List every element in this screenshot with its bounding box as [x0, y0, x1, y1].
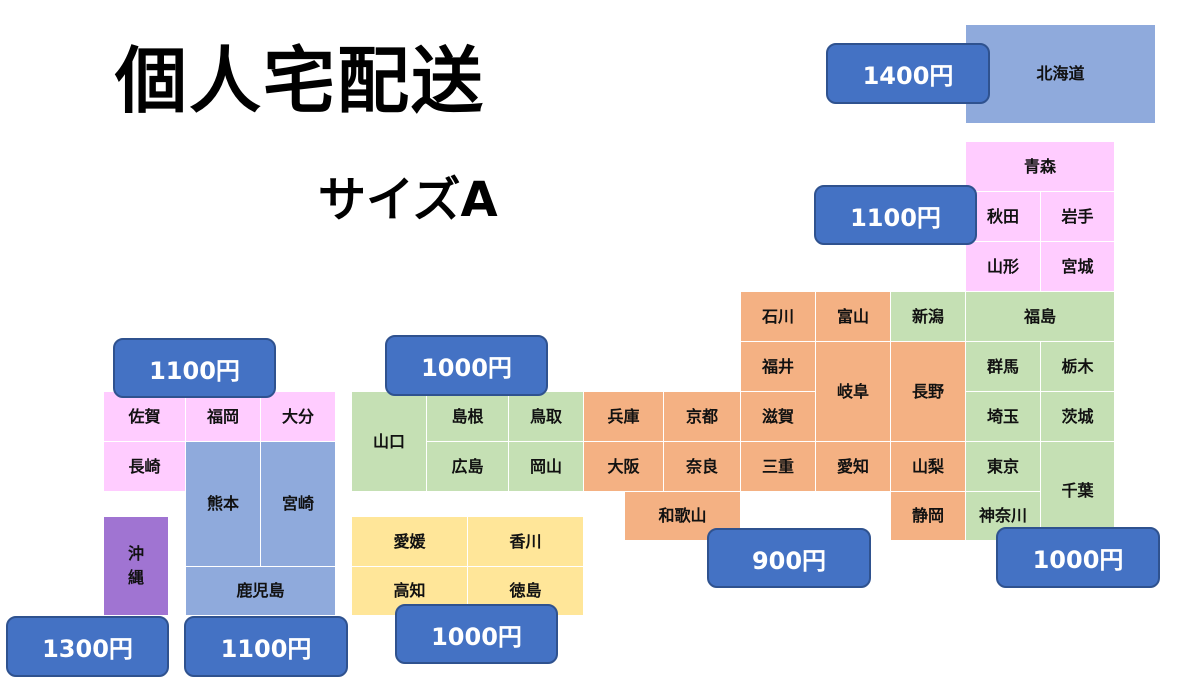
region-gunma: 群馬 — [966, 342, 1041, 392]
region-shiga: 滋賀 — [741, 392, 816, 442]
okinawa-label-1: 沖 — [127, 544, 144, 563]
region-nagasaki: 長崎 — [104, 442, 186, 492]
region-tottori: 鳥取 — [509, 392, 584, 442]
region-hyogo: 兵庫 — [584, 392, 664, 442]
price-badge-kyushu-south: 1100円 — [184, 616, 348, 677]
region-aomori: 青森 — [966, 142, 1115, 192]
region-hiroshima: 広島 — [427, 442, 509, 492]
region-tochigi: 栃木 — [1041, 342, 1115, 392]
region-yamaguchi: 山口 — [352, 392, 427, 492]
region-mie: 三重 — [741, 442, 816, 492]
region-hokkaido: 北海道 — [966, 25, 1156, 124]
region-ibaraki: 茨城 — [1041, 392, 1115, 442]
region-okinawa: 沖 縄 — [104, 517, 169, 616]
price-badge-chubu-kansai: 900円 — [707, 528, 871, 588]
region-nara: 奈良 — [664, 442, 741, 492]
region-yamanashi: 山梨 — [891, 442, 966, 492]
region-toyama: 富山 — [816, 292, 891, 342]
region-iwate: 岩手 — [1041, 192, 1115, 242]
region-chiba: 千葉 — [1041, 442, 1115, 541]
region-shizuoka: 静岡 — [891, 492, 966, 541]
region-nagano: 長野 — [891, 342, 966, 442]
page-title: 個人宅配送 — [115, 39, 486, 123]
region-miyagi: 宮城 — [1041, 242, 1115, 292]
region-kagoshima: 鹿児島 — [186, 567, 336, 616]
region-aichi: 愛知 — [816, 442, 891, 492]
region-kagawa: 香川 — [468, 517, 584, 567]
region-miyazaki: 宮崎 — [261, 442, 336, 567]
region-yamagata: 山形 — [966, 242, 1041, 292]
region-gifu: 岐阜 — [816, 342, 891, 442]
size-label: サイズA — [318, 172, 498, 228]
region-ehime: 愛媛 — [352, 517, 468, 567]
region-fukushima: 福島 — [966, 292, 1115, 342]
region-fukuoka: 福岡 — [186, 392, 261, 442]
price-badge-hokkaido: 1400円 — [826, 43, 990, 104]
price-badge-kyushu-north: 1100円 — [113, 338, 276, 398]
price-badge-okinawa: 1300円 — [6, 616, 169, 677]
region-kumamoto: 熊本 — [186, 442, 261, 567]
region-tokyo: 東京 — [966, 442, 1041, 492]
price-badge-shikoku: 1000円 — [395, 604, 558, 664]
region-niigata: 新潟 — [891, 292, 966, 342]
region-oita: 大分 — [261, 392, 336, 442]
region-akita: 秋田 — [966, 192, 1041, 242]
region-osaka: 大阪 — [584, 442, 664, 492]
region-ishikawa: 石川 — [741, 292, 816, 342]
region-fukui: 福井 — [741, 342, 816, 392]
price-badge-tohoku: 1100円 — [814, 185, 977, 245]
price-badge-kanto: 1000円 — [996, 527, 1160, 588]
price-badge-chugoku: 1000円 — [385, 335, 548, 396]
region-saga: 佐賀 — [104, 392, 186, 442]
region-shimane: 島根 — [427, 392, 509, 442]
okinawa-label-2: 縄 — [127, 568, 144, 587]
region-kyoto: 京都 — [664, 392, 741, 442]
region-saitama: 埼玉 — [966, 392, 1041, 442]
region-okayama: 岡山 — [509, 442, 584, 492]
